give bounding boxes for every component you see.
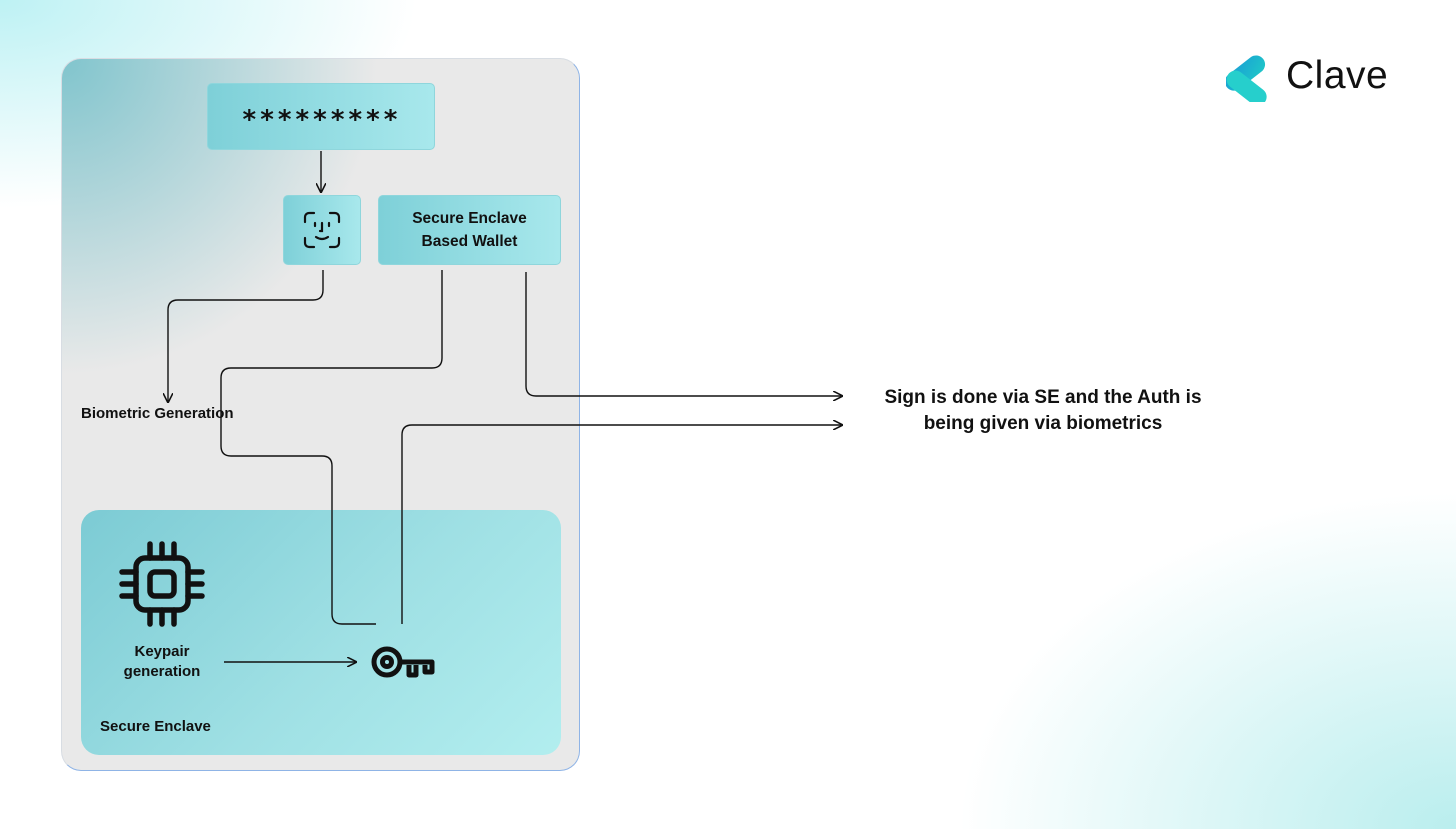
key-icon — [371, 646, 435, 678]
wallet-label: Secure Enclave Based Wallet — [412, 210, 527, 250]
line-wallet-to-key — [220, 270, 443, 625]
password-mask: ********* — [241, 104, 401, 135]
arrow-wallet-to-sign — [525, 272, 842, 396]
secure-enclave-wallet-box: Secure Enclave Based Wallet — [378, 195, 561, 265]
sign-auth-description: Sign is done via SE and the Auth is bein… — [884, 387, 1202, 434]
face-id-box — [283, 195, 361, 265]
line-faceid-to-biometric — [168, 270, 324, 402]
biometric-generation-label: Biometric Generation — [81, 405, 234, 422]
chip-icon — [119, 541, 205, 627]
face-id-icon — [303, 211, 341, 249]
brand-name: Clave — [1286, 54, 1389, 97]
password-box: ********* — [207, 83, 435, 150]
clave-logo-icon — [1226, 55, 1267, 102]
arrow-key-to-sign — [401, 425, 842, 624]
clave-logo: Clave — [1226, 50, 1388, 102]
keypair-generation-label: Keypair generation — [123, 643, 201, 680]
secure-enclave-label: Secure Enclave — [100, 718, 211, 735]
